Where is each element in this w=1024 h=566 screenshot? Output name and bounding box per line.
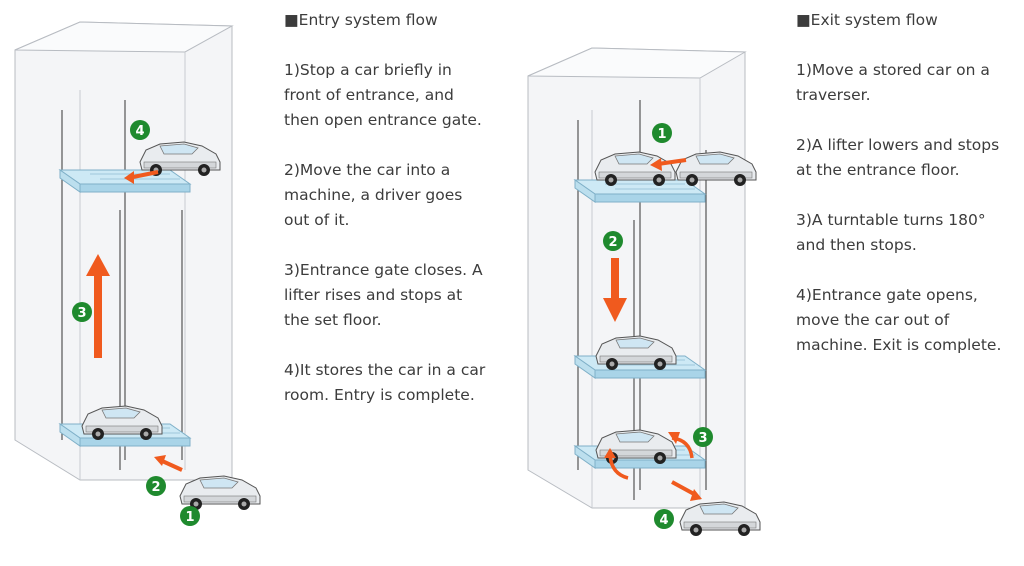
entry-step-3-line-2: lifter rises and stops at	[284, 286, 463, 304]
entry-marker-2: 2	[146, 476, 166, 496]
entry-step-1-line-3: then open entrance gate.	[284, 111, 482, 129]
exit-step-2: 2)A lifter lowers and stops at the entra…	[796, 133, 1021, 183]
exit-step-1-line-2: traverser.	[796, 86, 871, 104]
exit-step-2-line-1: 2)A lifter lowers and stops	[796, 136, 1000, 154]
entry-marker-4: 4	[130, 120, 150, 140]
exit-step-3-line-2: and then stops.	[796, 236, 917, 254]
entry-marker-1: 1	[180, 506, 200, 526]
entry-flow-text: ■Entry system flow 1)Stop a car briefly …	[284, 8, 514, 408]
entry-step-2-line-2: machine, a driver goes	[284, 186, 463, 204]
entry-marker-3: 3	[72, 302, 92, 322]
entry-step-3: 3)Entrance gate closes. A lifter rises a…	[284, 258, 514, 333]
entry-step-1-line-2: front of entrance, and	[284, 86, 454, 104]
svg-text:2: 2	[608, 235, 617, 250]
exit-marker-4: 4	[654, 509, 674, 529]
exit-marker-3: 3	[693, 427, 713, 447]
exit-step-4-line-2: move the car out of	[796, 311, 950, 329]
exit-move-out-arrow	[671, 480, 695, 496]
exit-step-1: 1)Move a stored car on a traverser.	[796, 58, 1021, 108]
entry-rise-arrow	[94, 272, 102, 358]
entry-step-4: 4)It stores the car in a car room. Entry…	[284, 358, 514, 408]
exit-step-3-line-1: 3)A turntable turns 180°	[796, 211, 986, 229]
entry-step-3-line-3: the set floor.	[284, 311, 382, 329]
exit-step-2-line-2: at the entrance floor.	[796, 161, 960, 179]
exit-traverse-arrow	[657, 158, 687, 166]
entry-step-2: 2)Move the car into a machine, a driver …	[284, 158, 514, 233]
svg-text:1: 1	[185, 510, 194, 525]
exit-leaving-car	[679, 501, 761, 537]
svg-text:2: 2	[151, 480, 160, 495]
exit-flow-text: ■Exit system flow 1)Move a stored car on…	[796, 8, 1021, 358]
exit-upper-platform	[574, 179, 706, 203]
entry-upper-platform	[59, 169, 191, 193]
entry-step-3-line-1: 3)Entrance gate closes. A	[284, 261, 483, 279]
entry-move-in-arrow	[159, 458, 183, 472]
entry-step-1: 1)Stop a car briefly in front of entranc…	[284, 58, 514, 133]
exit-turn-arrow-left	[608, 455, 629, 480]
exit-step-4-line-3: machine. Exit is complete.	[796, 336, 1002, 354]
exit-step-1-line-1: 1)Move a stored car on a	[796, 61, 990, 79]
exit-marker-2: 2	[603, 231, 623, 251]
exit-building: 1 2 3 4	[527, 47, 761, 537]
exit-marker-1: 1	[652, 123, 672, 143]
entry-step-1-line-1: 1)Stop a car briefly in	[284, 61, 452, 79]
entry-step-2-line-3: out of it.	[284, 211, 350, 229]
entry-step-4-line-1: 4)It stores the car in a car	[284, 361, 486, 379]
svg-text:3: 3	[698, 431, 707, 446]
exit-step-4: 4)Entrance gate opens, move the car out …	[796, 283, 1021, 358]
exit-step-4-line-1: 4)Entrance gate opens,	[796, 286, 978, 304]
svg-text:1: 1	[657, 127, 666, 142]
exit-lower-arrow	[611, 258, 619, 302]
exit-heading: ■Exit system flow	[796, 11, 938, 29]
entry-arriving-car	[179, 475, 261, 511]
svg-text:4: 4	[659, 513, 668, 528]
entry-step-4-line-2: room. Entry is complete.	[284, 386, 475, 404]
entry-building: 1 2 3 4	[14, 21, 261, 526]
svg-text:3: 3	[77, 306, 86, 321]
entry-heading: ■Entry system flow	[284, 11, 438, 29]
entry-step-2-line-1: 2)Move the car into a	[284, 161, 451, 179]
svg-text:4: 4	[135, 124, 144, 139]
exit-step-3: 3)A turntable turns 180° and then stops.	[796, 208, 1021, 258]
